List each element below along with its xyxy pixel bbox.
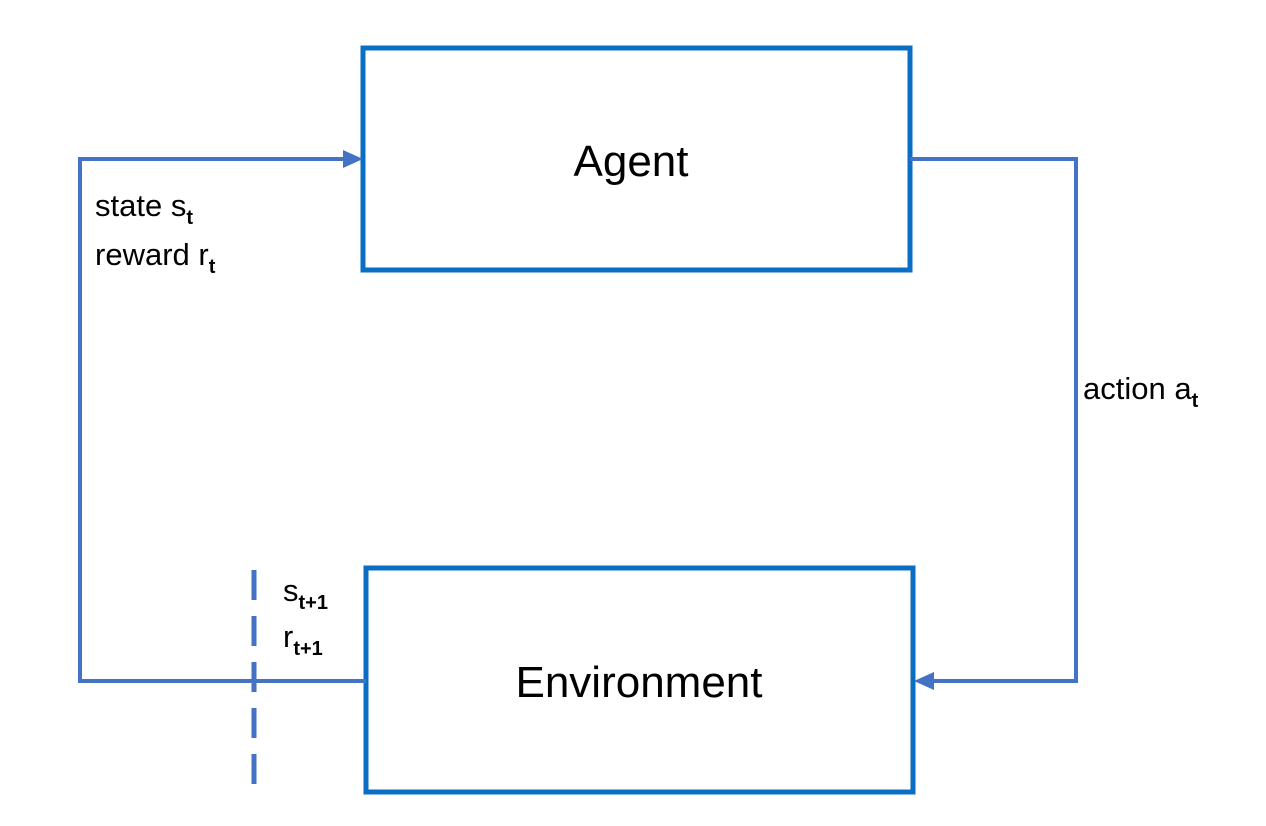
action-arrowhead (914, 672, 934, 690)
state-reward-line (78, 157, 366, 683)
reward-label: reward rt (95, 237, 216, 278)
next-state-label: st+1 (283, 573, 328, 614)
action-line (910, 157, 1078, 683)
state-reward-arrowhead (343, 150, 363, 168)
agent-label: Agent (574, 137, 689, 186)
environment-label: Environment (515, 658, 762, 707)
state-label: state st (95, 188, 193, 229)
action-arrow (910, 157, 1078, 690)
agent-box (360, 45, 913, 273)
state-reward-arrow (78, 150, 366, 683)
environment-node: Environment (363, 565, 916, 795)
agent-node: Agent (360, 45, 913, 273)
environment-box (363, 565, 916, 795)
next-reward-label: rt+1 (283, 619, 323, 660)
action-label: action at (1083, 371, 1199, 412)
